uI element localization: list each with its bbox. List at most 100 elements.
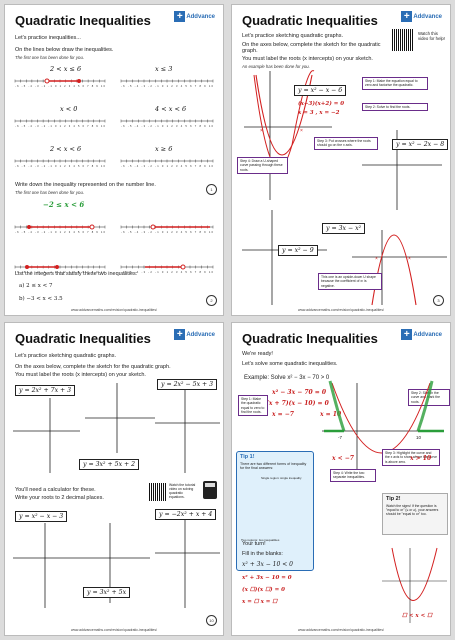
number-line-labels: -6 -5 -4 -3 -2 -1 0 1 2 3 4 5 6 7 8 9 10 — [121, 164, 214, 168]
tip-title: Tip 1! — [240, 454, 255, 460]
qr-code[interactable] — [149, 483, 167, 501]
page-title: Quadratic Inequalities — [242, 331, 378, 346]
page-number: 2 — [206, 295, 217, 306]
plus-icon: + — [401, 11, 413, 22]
worksheet-page-2: Quadratic Inequalities +Addvance Watch t… — [231, 4, 451, 316]
practice-question: x² + 3x − 10 < 0 — [242, 561, 293, 568]
final-answer: x < −7 — [332, 455, 354, 462]
tip-box-1: Tip 1! There are two different forms of … — [236, 451, 314, 571]
number-line-labels: -6 -5 -4 -3 -2 -1 0 1 2 3 4 5 6 7 8 9 10 — [121, 124, 214, 128]
footer-url: www.addvancemaths.com/revision/quadratic… — [298, 628, 384, 632]
intro-text-2: Let's solve some quadratic inequalities. — [242, 361, 338, 367]
page-title: Quadratic Inequalities — [242, 13, 378, 28]
number-line-labels: -6 -5 -4 -3 -2 -1 0 1 2 3 4 5 6 7 8 9 10 — [121, 84, 214, 88]
qr-code[interactable] — [392, 29, 414, 51]
task-text: On the axes below, complete the sketch f… — [242, 42, 381, 54]
inequality-3: x < 0 — [60, 105, 78, 113]
step-callout: Step 1: Make the equation equal to zero … — [362, 77, 428, 90]
step-callout: Step 3: Highlight the curve and the x ax… — [382, 449, 440, 466]
step-callout: Step 2: Solve to find the roots. — [362, 103, 428, 112]
fill-step[interactable]: x = ☐ x = ☐ — [242, 599, 278, 605]
worksheet-page-1: Quadratic Inequalities +Addvance Let's p… — [4, 4, 224, 316]
calculator-note-2: Write your roots to 2 decimal places. — [15, 495, 104, 501]
number-lines: -6 -5 -4 -3 -2 -1 0 1 2 3 4 5 6 7 8 9 10… — [14, 78, 214, 274]
tip-box-2: Tip 2! Watch the signs! If the question … — [382, 493, 448, 535]
worked-root: x = 10 — [320, 411, 342, 418]
video-link[interactable]: Watch the tutorial video on solving quad… — [169, 483, 196, 499]
step-callout: This one is an upside-down U shape becau… — [318, 273, 382, 290]
inequality-5: 2 < x < 6 — [50, 145, 82, 153]
footer-url: www.addvancemaths.com/revision/quadratic… — [71, 628, 157, 632]
root-label: 10 — [416, 435, 422, 440]
svg-text:×: × — [375, 256, 378, 262]
footer-url: www.addvancemaths.com/revision/quadratic… — [71, 308, 157, 312]
equation-box: y = 2x² − 5x + 3 — [157, 379, 218, 390]
root-label: -7 — [338, 435, 343, 440]
equation-box: y = 2x² + 7x + 3 — [15, 385, 76, 396]
intro-text: We're ready! — [242, 351, 273, 357]
brand-logo: +Addvance — [401, 329, 442, 340]
inequality-6: x ≥ 6 — [155, 145, 173, 153]
step-callout: Step 4: Draw a U-shaped curve passing th… — [237, 157, 288, 174]
your-turn: Your turn! — [242, 541, 266, 547]
equation-box: y = 3x² + 5x + 2 — [79, 459, 140, 470]
intro-text: Let's practice sketching quadratic graph… — [242, 33, 344, 39]
task3-text: List the integers that satisfy these two… — [15, 271, 138, 277]
fill-final[interactable]: ☐ < x < ☐ — [402, 613, 433, 619]
task-text-2: You must label the roots (x intercepts) … — [242, 56, 373, 62]
task-text: On the axes below, complete the sketch f… — [15, 364, 171, 370]
tip-text: There are two different forms of inequal… — [240, 462, 307, 470]
task-text-2: You must label the roots (x intercepts) … — [15, 372, 146, 378]
task-text: On the lines below draw the inequalities… — [15, 47, 114, 53]
list-question-b: b) −3 < x < 3.5 — [19, 296, 63, 302]
number-line-labels: -6 -5 -4 -3 -2 -1 0 1 2 3 4 5 6 7 8 9 10 — [15, 270, 106, 274]
fill-step[interactable]: (x ☐)(x ☐) = 0 — [242, 587, 285, 593]
worksheet-page-3: Quadratic Inequalities +Addvance Let's p… — [4, 322, 224, 636]
number-line-labels: -6 -5 -4 -3 -2 -1 0 1 2 3 4 5 6 7 8 9 10 — [121, 270, 214, 274]
equation-box: y = x² − 2x − 8 — [392, 139, 449, 150]
intro-text: Let's practice sketching quadratic graph… — [15, 353, 117, 359]
tip-text: Watch the signs! If the question is "equ… — [386, 504, 439, 516]
sketch-axes — [13, 383, 220, 608]
calculator-note: You'll need a calculator for these. — [15, 487, 96, 493]
video-link[interactable]: Watch this video for help! — [418, 31, 445, 41]
svg-text:×: × — [408, 256, 411, 262]
fill-instruction: Fill in the blanks: — [242, 551, 283, 557]
final-answer: x > 10 — [410, 455, 432, 462]
page-number: 3 — [433, 295, 444, 306]
example-question: Example: Solve x² − 3x − 70 > 0 — [244, 375, 330, 381]
svg-text:×: × — [260, 128, 263, 134]
calculator-icon — [203, 481, 217, 499]
page-title: Quadratic Inequalities — [15, 13, 151, 28]
footer-url: www.addvancemaths.com/revision/quadratic… — [298, 308, 384, 312]
worked-root: x = −7 — [272, 411, 294, 418]
example-note: An example has been done for you. — [242, 64, 310, 69]
task-note: The first one has been done for you. — [15, 55, 85, 60]
worksheet-page-4: Quadratic Inequalities +Addvance We're r… — [231, 322, 451, 636]
task2-text: Write down the inequality represented on… — [15, 182, 156, 188]
worked-roots: x = 3 , x = −2 — [298, 110, 340, 116]
number-line-labels: -6 -5 -4 -3 -2 -1 0 1 2 3 4 5 6 7 8 9 10 — [15, 164, 106, 168]
brand-logo: +Addvance — [174, 329, 215, 340]
step-callout: Step 1: Make the quadratic equal to zero… — [238, 395, 268, 416]
page-number: 1 — [206, 184, 217, 195]
plus-icon: + — [401, 329, 413, 340]
brand-logo: +Addvance — [174, 11, 215, 22]
worked-answer: −2 ≤ x < 6 — [43, 200, 85, 209]
number-line-labels: -6 -5 -4 -3 -2 -1 0 1 2 3 4 5 6 7 8 9 10 — [15, 84, 106, 88]
tip-label: Single region: single inequality — [261, 476, 302, 480]
intro-text: Let's practice inequalities... — [15, 35, 81, 41]
tip-title: Tip 2! — [386, 496, 401, 502]
list-question-a: a) 2 ≤ x < 7 — [19, 283, 53, 289]
equation-box: y = 3x² + 5x — [83, 587, 131, 598]
task2-note: The first one has been done for you. — [15, 190, 85, 195]
worked-factorisation: (x−3)(x+2) = 0 — [298, 101, 345, 107]
page-title: Quadratic Inequalities — [15, 331, 151, 346]
inequality-1: 2 < x ≤ 6 — [50, 65, 82, 73]
equation-box: y = x² − x − 6 — [294, 85, 347, 96]
page-number: 10 — [206, 615, 217, 626]
step-callout: Step 4: Write the two separate inequalit… — [330, 469, 376, 482]
tip-label: Two regions: two inequalities — [241, 538, 280, 542]
plus-icon: + — [174, 329, 186, 340]
fill-step[interactable]: x² + 3x − 10 = 0 — [242, 575, 292, 581]
